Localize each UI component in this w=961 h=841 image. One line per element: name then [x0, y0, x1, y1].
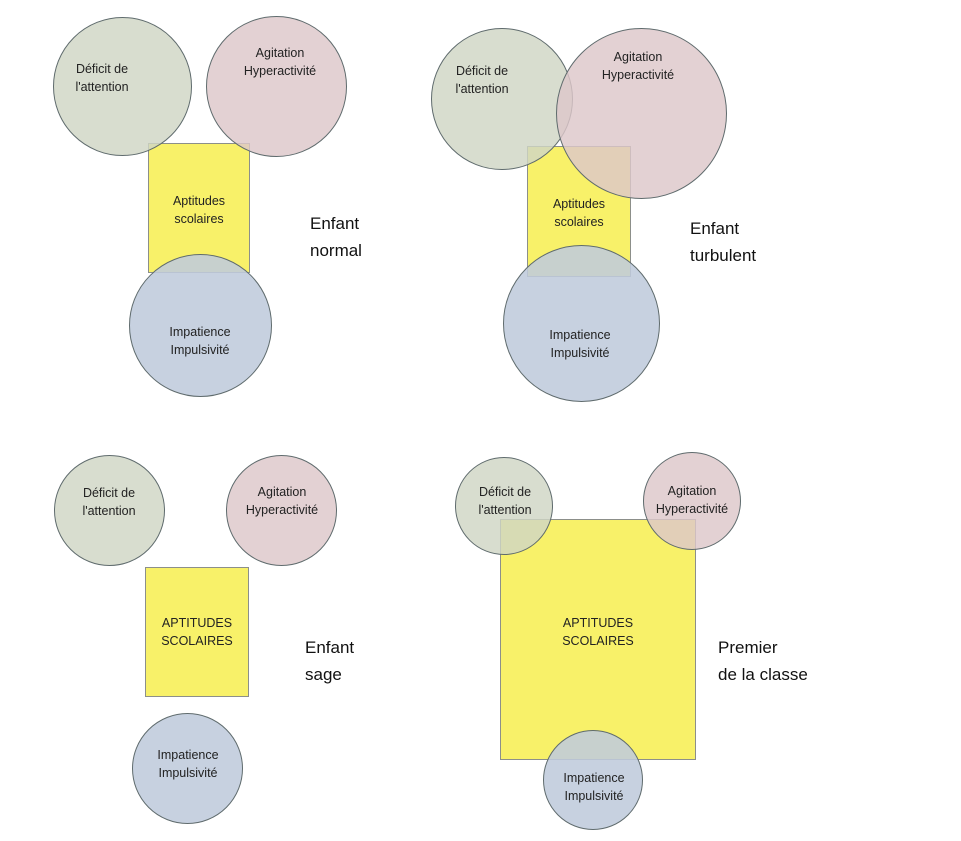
hyperactivity-circle [226, 455, 337, 566]
aptitudes-rect [500, 519, 696, 760]
hyperactivity-circle [556, 28, 727, 199]
hyperactivity-circle [206, 16, 347, 157]
hyperactivity-circle [643, 452, 741, 550]
attention-circle [431, 28, 573, 170]
impulsivity-circle [503, 245, 660, 402]
aptitudes-rect [145, 567, 249, 697]
aptitudes-rect [148, 143, 250, 273]
impulsivity-circle [543, 730, 643, 830]
attention-circle [54, 455, 165, 566]
impulsivity-circle [132, 713, 243, 824]
attention-circle [53, 17, 192, 156]
attention-circle [455, 457, 553, 555]
impulsivity-circle [129, 254, 272, 397]
